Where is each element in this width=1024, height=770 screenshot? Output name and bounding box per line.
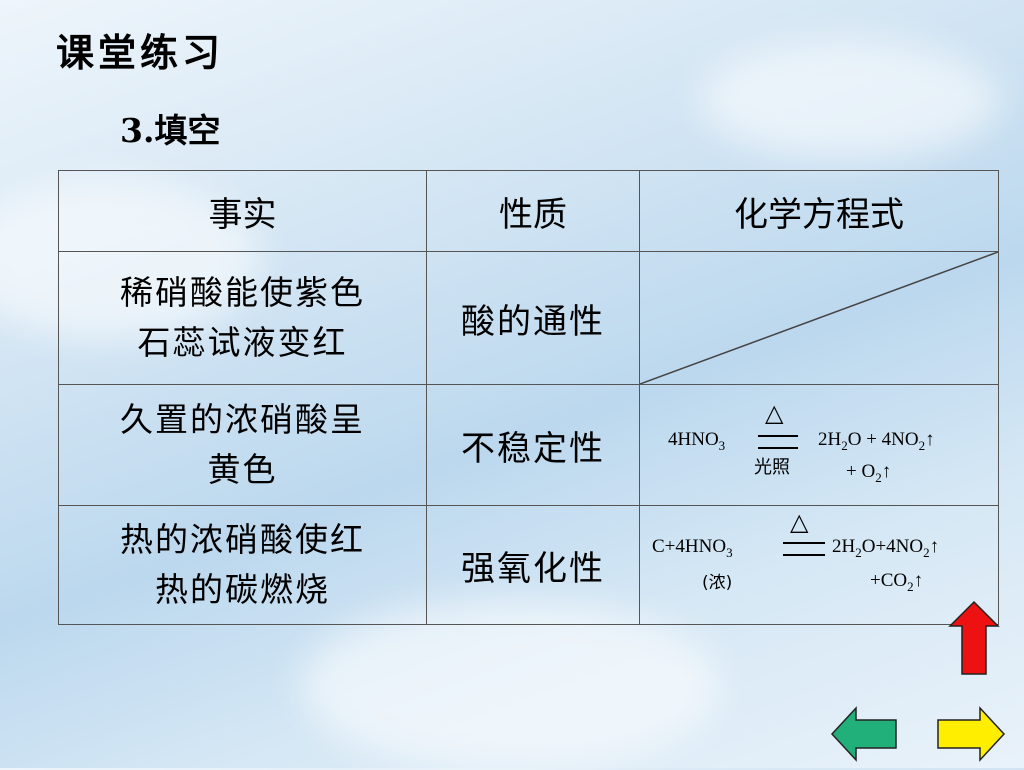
table-row: 稀硝酸能使紫色 石蕊试液变红 酸的通性 xyxy=(58,251,999,385)
fact-line: 久置的浓硝酸呈 xyxy=(120,400,365,439)
equation-cell: 4HNO3 △ 光照 2H2O + 4NO2↑ + O2↑ xyxy=(639,384,999,506)
header-equation: 化学方程式 xyxy=(639,170,999,252)
arrow-right-icon[interactable] xyxy=(936,706,1006,762)
property-cell: 酸的通性 xyxy=(426,251,640,385)
equation-products: 2H2O+4NO2↑ xyxy=(832,536,940,560)
fact-line: 黄色 xyxy=(207,450,278,489)
arrow-left-icon[interactable] xyxy=(830,706,898,762)
equation-equals xyxy=(758,435,798,449)
header-property: 性质 xyxy=(426,170,640,252)
equation-products-line2: + O2↑ xyxy=(846,461,892,485)
equation-equals xyxy=(783,542,825,556)
equation-products-line2: +CO2↑ xyxy=(870,570,924,594)
diagonal-slash xyxy=(640,252,998,384)
equation-products: 2H2O + 4NO2↑ xyxy=(818,429,935,453)
page-title: 课堂练习 xyxy=(56,30,225,75)
fact-line: 热的碳燃烧 xyxy=(155,570,330,609)
fact-cell: 久置的浓硝酸呈 黄色 xyxy=(58,384,427,506)
fact-line: 稀硝酸能使紫色 xyxy=(120,273,365,312)
table-row: 热的浓硝酸使红 热的碳燃烧 强氧化性 C+4HNO3 (浓) △ 2H2O+4N… xyxy=(58,505,999,625)
equation-cell-empty xyxy=(639,251,999,385)
background-cloud xyxy=(300,600,720,770)
arrow-up-icon[interactable] xyxy=(948,600,1000,676)
table-header-row: 事实 性质 化学方程式 xyxy=(58,170,999,252)
equation-cell: C+4HNO3 (浓) △ 2H2O+4NO2↑ +CO2↑ xyxy=(639,505,999,625)
exercise-subtitle: 3.填空 xyxy=(120,111,221,150)
concentrated-note: (浓) xyxy=(702,573,733,593)
heat-symbol: △ xyxy=(765,401,784,427)
heat-symbol: △ xyxy=(790,510,809,536)
fact-cell: 热的浓硝酸使红 热的碳燃烧 xyxy=(58,505,427,625)
fact-line: 热的浓硝酸使红 xyxy=(120,520,365,559)
fact-line: 石蕊试液变红 xyxy=(137,323,348,362)
property-cell: 强氧化性 xyxy=(426,505,640,625)
fact-cell: 稀硝酸能使紫色 石蕊试液变红 xyxy=(58,251,427,385)
light-condition: 光照 xyxy=(754,457,790,478)
exercise-table: 事实 性质 化学方程式 稀硝酸能使紫色 石蕊试液变红 酸的通性 久置的浓硝酸呈 … xyxy=(58,170,999,625)
table-row: 久置的浓硝酸呈 黄色 不稳定性 4HNO3 △ 光照 2H2O + 4NO2↑ … xyxy=(58,384,999,506)
header-fact: 事实 xyxy=(58,170,427,252)
equation-reactant: 4HNO3 xyxy=(668,429,726,453)
background-cloud xyxy=(700,40,1000,160)
property-cell: 不稳定性 xyxy=(426,384,640,506)
equation-reactant: C+4HNO3 xyxy=(652,536,733,560)
